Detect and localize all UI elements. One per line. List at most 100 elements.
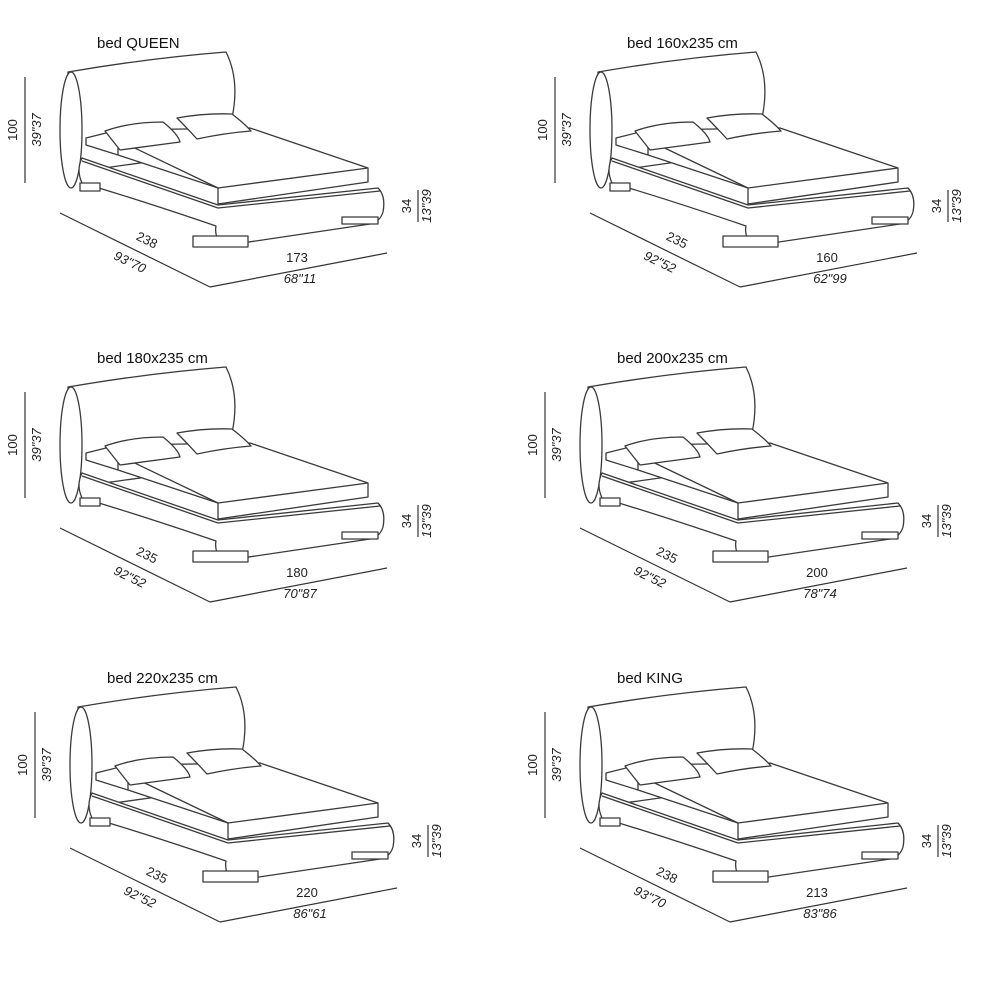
height-cm: 100 (5, 434, 20, 456)
bed-leg (722, 235, 779, 248)
bed-leg (202, 870, 259, 883)
height-cm: 100 (535, 119, 550, 141)
mattress (605, 762, 889, 840)
height-cm: 100 (525, 434, 540, 456)
pillow (104, 436, 181, 466)
bed-leg (712, 550, 769, 563)
base-height-in: 13"39 (419, 189, 434, 223)
mattress (605, 442, 889, 520)
height-in: 39"37 (549, 747, 564, 781)
base-top-edge (91, 795, 391, 844)
width-in: 62"99 (813, 271, 847, 286)
bed-leg (861, 531, 899, 540)
width-in: 70"87 (283, 586, 317, 601)
base-height-cm: 34 (929, 199, 944, 213)
depth-dimension-line (589, 212, 741, 288)
depth-cm: 238 (654, 863, 680, 886)
headboard-roll (69, 706, 93, 824)
bed-leg (79, 497, 101, 507)
base-height-cm: 34 (399, 199, 414, 213)
width-cm: 213 (806, 885, 828, 900)
height-cm: 100 (525, 754, 540, 776)
base-height-cm: 34 (409, 834, 424, 848)
headboard-roll (579, 386, 603, 504)
bed-leg (79, 182, 101, 192)
base-height-in: 13"39 (429, 824, 444, 858)
bed-drawing (59, 366, 385, 563)
mattress (95, 762, 379, 840)
width-dimension-line (739, 252, 918, 288)
mattress (615, 127, 899, 205)
bed-leg (861, 851, 899, 860)
height-in: 39"37 (39, 747, 54, 781)
base-height-in: 13"39 (419, 504, 434, 538)
height-in: 39"37 (29, 112, 44, 146)
height-in: 39"37 (549, 427, 564, 461)
base-top-edge (601, 795, 901, 844)
width-in: 78"74 (803, 586, 837, 601)
width-cm: 173 (286, 250, 308, 265)
bed-leg (341, 531, 379, 540)
headboard-roll (59, 386, 83, 504)
width-dimension-line (209, 252, 388, 288)
width-dimension-line (729, 887, 908, 923)
base-height-in: 13"39 (939, 504, 954, 538)
pillow (706, 113, 782, 140)
bed-leg (599, 817, 621, 827)
mattress (85, 127, 369, 205)
pillow (176, 113, 252, 140)
base-top-edge (601, 475, 901, 524)
pillow (696, 428, 772, 455)
bed-title: bed 200x235 cm (617, 350, 728, 367)
width-in: 83"86 (803, 906, 837, 921)
bed-drawing (579, 686, 905, 883)
depth-in: 93"70 (632, 883, 669, 912)
height-cm: 100 (15, 754, 30, 776)
base-height-in: 13"39 (939, 824, 954, 858)
height-in: 39"37 (559, 112, 574, 146)
bed-leg (609, 182, 631, 192)
pillow (634, 121, 711, 151)
bed-title: bed QUEEN (97, 35, 180, 52)
base-height-cm: 34 (919, 834, 934, 848)
headboard-roll (59, 71, 83, 189)
base-height-in: 13"39 (949, 189, 964, 223)
pillow (104, 121, 181, 151)
depth-dimension-line (59, 527, 211, 603)
width-cm: 180 (286, 565, 308, 580)
base-top-edge (81, 160, 381, 209)
bed-leg (351, 851, 389, 860)
base-height-cm: 34 (399, 514, 414, 528)
height-in: 39"37 (29, 427, 44, 461)
bed-drawing (59, 51, 385, 248)
pillow (186, 748, 262, 775)
bed-leg (192, 550, 249, 563)
width-dimension-line (209, 567, 388, 603)
bed-title: bed 220x235 cm (107, 670, 218, 687)
pillow (114, 756, 191, 786)
width-cm: 220 (296, 885, 318, 900)
mattress (85, 442, 369, 520)
pillow (176, 428, 252, 455)
bed-title: bed 160x235 cm (627, 35, 738, 52)
headboard-roll (589, 71, 613, 189)
base-top-edge (611, 160, 911, 209)
depth-dimension-line (59, 212, 211, 288)
depth-dimension-line (579, 847, 731, 923)
bed-title: bed KING (617, 670, 683, 687)
pillow (624, 756, 701, 786)
pillow (624, 436, 701, 466)
bed-leg (599, 497, 621, 507)
headboard-roll (579, 706, 603, 824)
width-cm: 200 (806, 565, 828, 580)
bed-leg (712, 870, 769, 883)
base-top-edge (81, 475, 381, 524)
bed-leg (341, 216, 379, 225)
